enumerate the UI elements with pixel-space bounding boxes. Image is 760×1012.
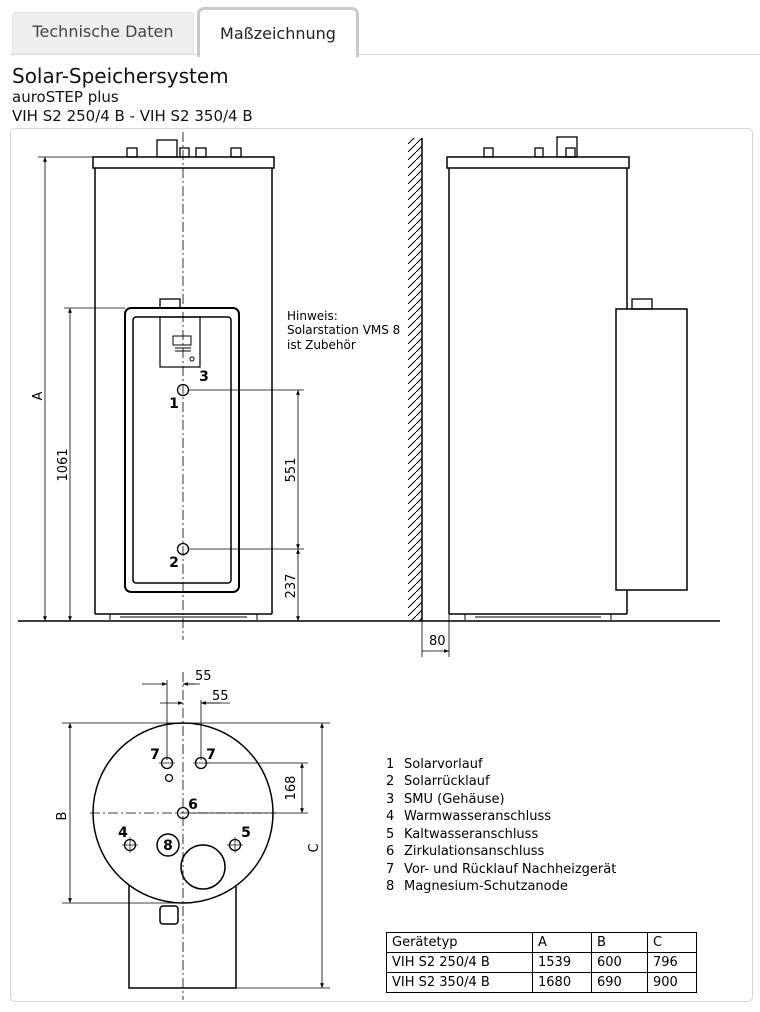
marker-5-top: 5 (241, 825, 251, 841)
legend-text: Zirkulationsanschluss (404, 844, 544, 859)
table-cell: 1680 (532, 972, 592, 993)
tab-technische-daten[interactable]: Technische Daten (12, 12, 194, 54)
tab-masszeichnung[interactable]: Maßzeichnung (197, 7, 359, 57)
tab-bar: Technische Daten Maßzeichnung (0, 0, 760, 57)
legend-text: SMU (Gehäuse) (404, 792, 505, 807)
note: Hinweis: Solarstation VMS 8 ist Zubehör (287, 309, 400, 352)
dim-label-a: A (31, 391, 46, 400)
legend-number: 6 (386, 844, 394, 859)
legend-text: Magnesium-Schutzanode (404, 879, 568, 894)
header-cell: B (591, 932, 648, 953)
legend-item: 5 Kaltwasseranschluss (386, 827, 538, 842)
legend-number: 7 (386, 862, 394, 877)
dim-label-168: 168 (284, 776, 299, 801)
marker-1-front: 1 (169, 396, 179, 412)
wall (408, 138, 423, 621)
model-range: VIH S2 250/4 B - VIH S2 350/4 B (12, 107, 253, 125)
legend-text: Warmwasseranschluss (404, 809, 551, 824)
legend-item: 8 Magnesium-Schutzanode (386, 879, 568, 894)
side-view (446, 136, 688, 620)
legend-text: Solarrücklauf (404, 774, 490, 789)
legend-item: 7 Vor- und Rücklauf Nachheizgerät (386, 862, 616, 877)
table-cell: 1539 (532, 952, 592, 973)
dim-label-237: 237 (284, 574, 299, 599)
legend-number: 2 (386, 774, 394, 789)
table-row: VIH S2 250/4 B 1539 600 796 (386, 952, 697, 973)
dim-label-55-a: 55 (195, 669, 212, 684)
dimension-lines-front (38, 156, 304, 621)
legend-text: Solarvorlauf (404, 757, 483, 772)
tab-divider (10, 54, 760, 55)
table-cell: VIH S2 350/4 B (386, 972, 533, 993)
legend-item: 1 Solarvorlauf (386, 757, 483, 772)
table-cell: 900 (647, 972, 697, 993)
marker-6-top: 6 (188, 797, 198, 813)
legend-number: 8 (386, 879, 394, 894)
spec-table: Gerätetyp A B C VIH S2 250/4 B 1539 600 … (386, 932, 697, 993)
legend-item: 6 Zirkulationsanschluss (386, 844, 544, 859)
legend-number: 3 (386, 792, 394, 807)
note-line-1: Hinweis: (287, 309, 338, 323)
dim-label-b: B (55, 812, 70, 821)
dim-label-55-b: 55 (212, 689, 229, 704)
front-view (92, 132, 275, 640)
page-header: Solar-Speichersystem auroSTEP plus VIH S… (12, 64, 253, 126)
note-line-3: ist Zubehör (287, 338, 356, 352)
dimension-drawing-frame (10, 128, 753, 1002)
marker-8-top: 8 (163, 838, 173, 854)
marker-2-front: 2 (169, 555, 179, 571)
dimension-lines-top (62, 680, 330, 989)
legend-text: Vor- und Rücklauf Nachheizgerät (404, 862, 616, 877)
dim-label-551: 551 (284, 458, 299, 483)
legend-number: 4 (386, 809, 394, 824)
marker-3-front: 3 (199, 369, 209, 385)
marker-4-top: 4 (118, 825, 128, 841)
legend-number: 5 (386, 827, 394, 842)
marker-7-left: 7 (150, 747, 160, 763)
page-title: Solar-Speichersystem (12, 64, 229, 88)
header-cell: A (532, 932, 592, 953)
dim-label-80: 80 (429, 634, 446, 649)
legend-number: 1 (386, 757, 394, 772)
spec-table-header: Gerätetyp A B C (386, 932, 697, 953)
table-cell: 690 (591, 972, 648, 993)
header-cell: C (647, 932, 697, 953)
table-cell: VIH S2 250/4 B (386, 952, 533, 973)
table-cell: 600 (591, 952, 648, 973)
table-cell: 796 (647, 952, 697, 973)
marker-7-right: 7 (206, 747, 216, 763)
dim-label-1061: 1061 (56, 448, 71, 481)
product-line: auroSTEP plus (12, 88, 119, 106)
header-cell: Gerätetyp (386, 932, 533, 953)
legend-text: Kaltwasseranschluss (404, 827, 538, 842)
legend-item: 3 SMU (Gehäuse) (386, 792, 505, 807)
dimension-80 (421, 614, 450, 657)
note-line-2: Solarstation VMS 8 (287, 323, 400, 337)
dim-label-c: C (307, 843, 322, 852)
legend-item: 4 Warmwasseranschluss (386, 809, 551, 824)
legend-item: 2 Solarrücklauf (386, 774, 490, 789)
table-row: VIH S2 350/4 B 1680 690 900 (386, 972, 697, 993)
legend: 1 Solarvorlauf 2 Solarrücklauf 3 SMU (Ge… (386, 757, 616, 894)
